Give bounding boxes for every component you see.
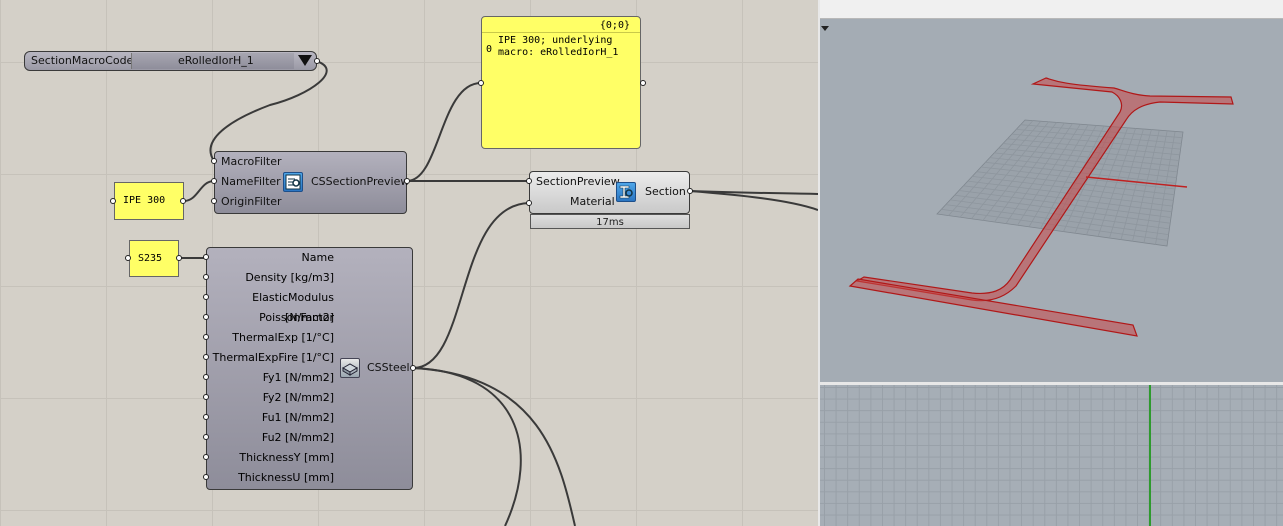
section-timing-bar: 17ms [530, 214, 690, 229]
material-panel-output-grip[interactable] [176, 255, 182, 261]
viewport-divider [820, 382, 1283, 385]
x-axis-line [1085, 176, 1188, 188]
grid-line [1132, 130, 1160, 242]
panel-header-line [482, 32, 640, 33]
grip-steel-input[interactable] [203, 274, 209, 280]
construction-grid [936, 119, 1184, 247]
input-fy2: Fy2 [N/mm2] [262, 391, 334, 404]
grip-steel-input[interactable] [203, 334, 209, 340]
wire-section-out-a [689, 190, 818, 195]
perspective-viewport[interactable] [820, 0, 1283, 382]
result-panel-input-grip[interactable] [478, 80, 484, 86]
input-thermal-exp: ThermalExp [1/°C] [232, 331, 334, 344]
section-macro-code-dropdown[interactable]: SectionMacroCode eRolledIorH_1 [24, 51, 317, 71]
input-material: Material [570, 195, 615, 208]
input-fu2: Fu2 [N/mm2] [261, 431, 334, 444]
input-name: Name [301, 251, 334, 264]
input-fu1: Fu1 [N/mm2] [261, 411, 334, 424]
input-name-filter: NameFilter [221, 175, 281, 188]
wire-name-to-filter [183, 180, 215, 202]
input-density: Density [kg/m3] [245, 271, 334, 284]
grid-line [1120, 129, 1152, 240]
result-output-panel[interactable]: {0;0} 0 IPE 300; underlying macro: eRoll… [481, 16, 641, 149]
grip-macro-filter[interactable] [211, 158, 217, 164]
input-thickness-y: ThicknessY [mm] [239, 451, 334, 464]
grip-steel-input[interactable] [203, 434, 209, 440]
grip-steel-output[interactable] [410, 365, 416, 371]
input-origin-filter: OriginFilter [221, 195, 282, 208]
grip-preview-output[interactable] [404, 178, 410, 184]
name-input-panel[interactable]: IPE 300 [114, 182, 184, 220]
grip-steel-input[interactable] [203, 394, 209, 400]
material-input-panel[interactable]: S235 [129, 240, 179, 277]
input-macro-filter: MacroFilter [221, 155, 282, 168]
section-component[interactable]: SectionPreview Material Section [529, 171, 690, 214]
section-timing-text: 17ms [596, 217, 624, 228]
cs-section-preview-component[interactable]: MacroFilter NameFilter OriginFilter CSSe… [214, 151, 410, 214]
grip-section-preview-input[interactable] [526, 178, 532, 184]
input-fy1: Fy1 [N/mm2] [262, 371, 334, 384]
grip-steel-input[interactable] [203, 354, 209, 360]
cs-steel-component[interactable]: Name Density [kg/m3] ElasticModulus [N/m… [206, 247, 413, 490]
macro-code-value: eRolledIorH_1 [178, 54, 254, 67]
grid-line [1155, 131, 1176, 245]
grip-steel-input[interactable] [203, 314, 209, 320]
component-name-steel: CSSteel [367, 361, 410, 374]
secondary-viewport[interactable] [820, 385, 1283, 526]
grasshopper-canvas[interactable]: SectionMacroCode eRolledIorH_1 IPE 300 S… [0, 0, 818, 526]
panel-branch-path: {0;0} [599, 20, 630, 31]
macro-code-output-grip[interactable] [314, 58, 320, 64]
grid-line [1097, 128, 1136, 237]
macro-code-value-box[interactable]: eRolledIorH_1 [131, 53, 294, 69]
wire-steel-out-b [412, 367, 576, 526]
panel-item-index: 0 [486, 44, 493, 55]
name-panel-output-grip[interactable] [180, 198, 186, 204]
input-thermal-exp-fire: ThermalExpFire [1/°C] [212, 351, 334, 364]
triangle-down-icon[interactable] [821, 26, 829, 31]
wire-steel-to-material [412, 202, 530, 369]
grip-section-output[interactable] [687, 188, 693, 194]
wire-section-out-b [689, 190, 818, 211]
grid-line [1086, 127, 1129, 235]
result-panel-output-grip[interactable] [640, 80, 646, 86]
viewport-title-bar [820, 0, 1283, 31]
i-beam-section [855, 77, 1234, 302]
input-elastic-modulus: ElasticModulus [N/mm2] [252, 291, 334, 324]
grip-name-filter[interactable] [211, 178, 217, 184]
y-axis-line [1149, 385, 1151, 526]
input-section-preview: SectionPreview [536, 175, 620, 188]
material-input-text: S235 [138, 253, 163, 264]
grip-material-input[interactable] [526, 200, 532, 206]
panel-item-text: IPE 300; underlying macro: eRolledIorH_1 [498, 35, 619, 58]
steel-input-list: Name Density [kg/m3] ElasticModulus [N/m… [207, 248, 334, 488]
section-preview-icon [283, 172, 303, 192]
wire-macro-to-filter [209, 60, 328, 162]
grip-steel-input[interactable] [203, 454, 209, 460]
input-poisson-factor: PoissonFactor [259, 311, 334, 324]
grid-line [1074, 127, 1121, 234]
name-input-text: IPE 300 [123, 195, 166, 206]
wire-steel-out-a [412, 367, 522, 526]
material-panel-input-grip[interactable] [125, 255, 131, 261]
wire-preview-to-panel [406, 82, 482, 182]
i-beam-bottom-flange [848, 278, 1138, 337]
grip-steel-input[interactable] [203, 294, 209, 300]
input-thickness-u: ThicknessU [mm] [238, 471, 334, 484]
component-name-section: Section [645, 185, 686, 198]
grip-steel-input[interactable] [203, 254, 209, 260]
canvas-viewport-splitter[interactable] [818, 0, 820, 526]
grid-line [1143, 130, 1168, 243]
grip-origin-filter[interactable] [211, 198, 217, 204]
name-panel-input-grip[interactable] [110, 198, 116, 204]
triangle-down-icon[interactable] [298, 55, 312, 66]
macro-code-label: SectionMacroCode [31, 54, 134, 67]
component-name-preview: CSSectionPreview [311, 175, 410, 188]
perspective-scene [848, 77, 1234, 337]
grip-steel-input[interactable] [203, 414, 209, 420]
section-icon [616, 182, 636, 202]
steel-material-icon [340, 358, 360, 378]
grip-steel-input[interactable] [203, 474, 209, 480]
grip-steel-input[interactable] [203, 374, 209, 380]
grid-line [1109, 128, 1144, 239]
